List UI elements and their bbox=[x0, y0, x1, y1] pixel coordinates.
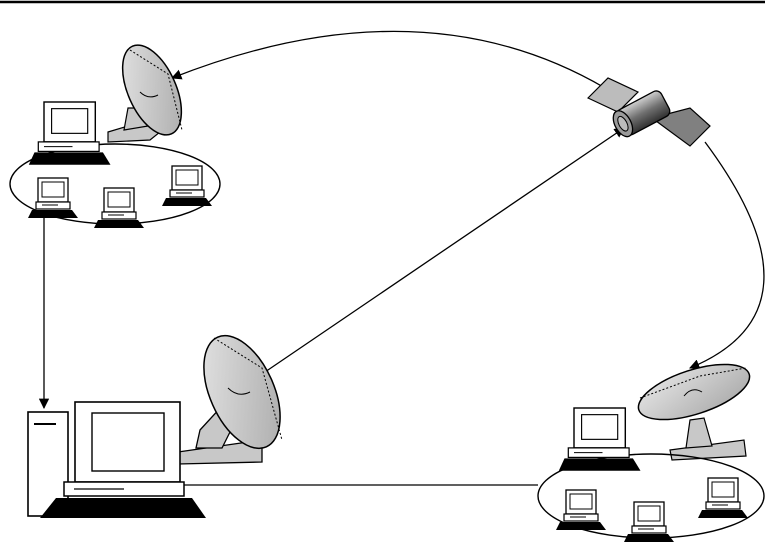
site-b-satellite-dish bbox=[632, 353, 756, 460]
link-hub-dish-to-satellite bbox=[265, 128, 624, 372]
hub-desktop-computer bbox=[28, 402, 206, 518]
link-satellite-to-site-b bbox=[690, 142, 764, 368]
hub-monitor-screen bbox=[92, 413, 164, 471]
site-a-workstation bbox=[162, 166, 212, 206]
site-b-workstation bbox=[624, 502, 674, 542]
site-a-satellite-dish bbox=[108, 36, 193, 143]
site-a-local-network bbox=[10, 102, 220, 228]
site-b-workstation bbox=[556, 490, 606, 530]
site-b-workstation bbox=[698, 478, 748, 518]
site-b-main-workstation bbox=[559, 408, 641, 471]
site-b-local-network bbox=[538, 408, 764, 542]
site-a-main-workstation bbox=[29, 102, 111, 165]
site-a-workstation bbox=[28, 178, 78, 218]
communications-satellite bbox=[588, 78, 710, 146]
hub-keyboard bbox=[40, 498, 206, 518]
site-a-workstation bbox=[94, 188, 144, 228]
link-satellite-to-site-a bbox=[172, 31, 605, 88]
hub-satellite-dish bbox=[178, 324, 296, 464]
